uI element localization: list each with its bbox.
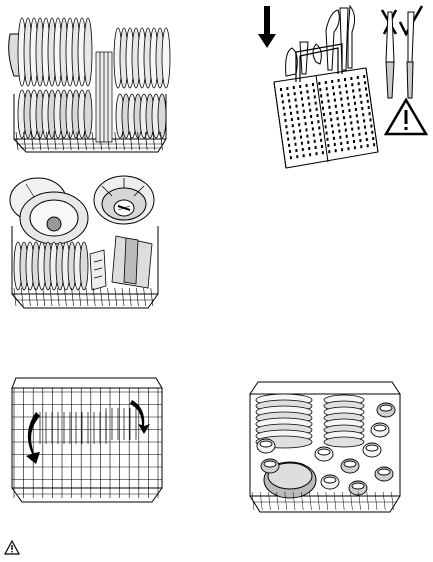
warning-triangle-icon (386, 100, 426, 134)
cutlery-basket-illustration (256, 2, 428, 172)
upper-basket-plates-illustration (6, 4, 176, 156)
lower-basket-pots-illustration (6, 166, 166, 314)
down-arrow-icon (258, 6, 276, 48)
warning-triangle-icon (4, 540, 20, 559)
empty-basket-folding-racks-illustration (6, 368, 168, 508)
lower-basket-cups-illustration (240, 370, 410, 526)
